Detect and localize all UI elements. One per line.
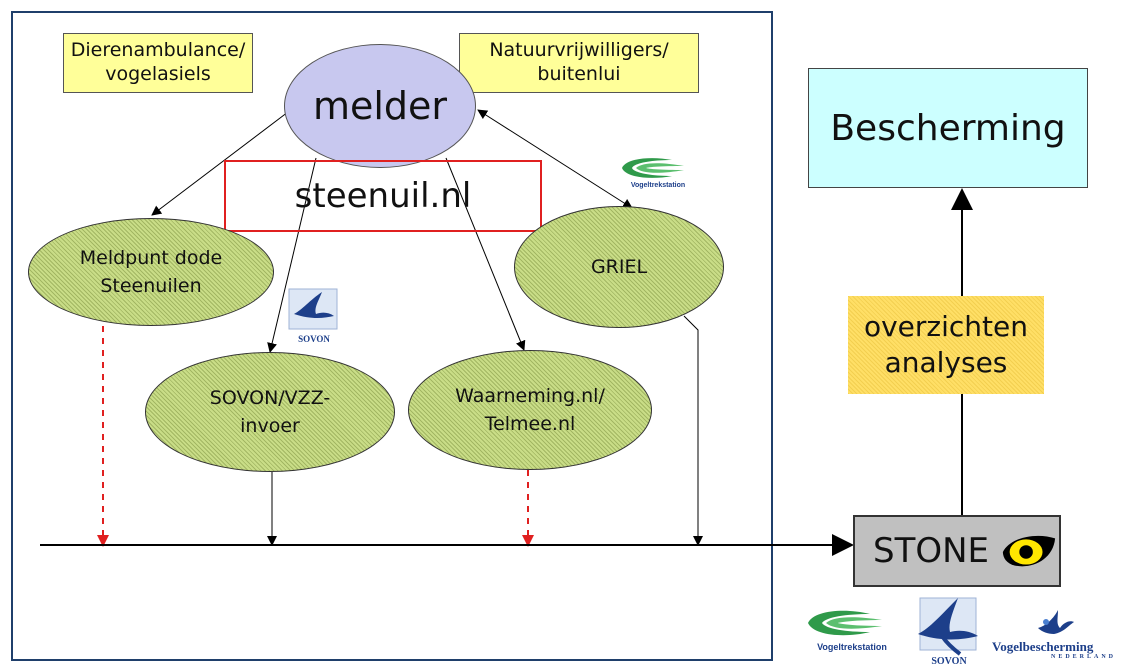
- natuurvrijwilligers-box: Natuurvrijwilligers/ buitenlui: [459, 33, 699, 93]
- dierenambulance-box: Dierenambulance/ vogelasiels: [63, 33, 253, 93]
- vogelbescherming-bird-icon: [1038, 610, 1074, 634]
- meldpunt-line-1: Meldpunt dode: [79, 247, 223, 269]
- bescherming-box: Bescherming: [808, 68, 1088, 188]
- dierenambulance-line-2: vogelasiels: [105, 63, 211, 85]
- stone-box: STONE: [853, 515, 1061, 587]
- steenuil-site-box: steenuil.nl: [224, 160, 542, 232]
- dierenambulance-line-1: Dierenambulance/: [70, 39, 246, 61]
- melder-label: melder: [312, 84, 448, 128]
- vogeltrekstation-label-small: Vogeltrekstation: [630, 182, 686, 189]
- vogeltrekstation-logo-small: Vogeltrekstation: [612, 156, 704, 192]
- sovon-vzz-node: SOVON/VZZ- invoer: [145, 352, 395, 472]
- waarneming-node: Waarneming.nl/ Telmee.nl: [408, 350, 652, 470]
- arrow-melder-meldpunt: [151, 111, 289, 216]
- vogeltrekstation-logo: Vogeltrekstation: [800, 608, 904, 654]
- melder-node: melder: [284, 44, 476, 168]
- sovon-logo: SOVON: [912, 596, 986, 670]
- vogeltrekstation-swoosh-icon: [808, 610, 882, 636]
- vogeltrekstation-label: Vogeltrekstation: [817, 642, 887, 652]
- stone-eye-logo-icon: [1002, 535, 1056, 567]
- sovon-bird-icon: [288, 288, 338, 330]
- natuurvrijwilligers-line-1: Natuurvrijwilligers/: [489, 39, 669, 61]
- vogelbescherming-label: Vogelbescherming: [992, 639, 1094, 654]
- sovon-logo-small: SOVON: [288, 288, 340, 344]
- waarneming-line-1: Waarneming.nl/: [455, 385, 605, 407]
- griel-node: GRIEL: [514, 206, 724, 328]
- database-arrows: [97, 315, 703, 547]
- griel-label: GRIEL: [590, 256, 648, 278]
- meldpunt-node: Meldpunt dode Steenuilen: [28, 218, 274, 326]
- vogeltrekstation-swoosh-icon: [622, 158, 684, 178]
- arrow-melder-waarneming: [445, 157, 526, 351]
- vogelbescherming-sublabel: NEDERLAND: [1050, 654, 1116, 660]
- overzichten-line-1: overzichten: [863, 310, 1028, 343]
- melder-arrows: [151, 109, 633, 353]
- arrow-griel-timeline: [683, 315, 703, 546]
- bescherming-label: Bescherming: [830, 107, 1066, 149]
- overzichten-line-2: analyses: [884, 346, 1008, 379]
- stone-label: STONE: [873, 531, 990, 571]
- overzichten-box: overzichten analyses: [848, 296, 1044, 394]
- steenuil-site-label: steenuil.nl: [294, 176, 472, 216]
- arrow-melder-griel: [477, 109, 633, 209]
- natuurvrijwilligers-line-2: buitenlui: [537, 63, 621, 85]
- sovon-vzz-line-2: invoer: [240, 415, 300, 437]
- diagram-frame: [11, 11, 773, 661]
- vogelbescherming-logo: Vogelbescherming NEDERLAND: [992, 608, 1122, 664]
- meldpunt-line-2: Steenuilen: [100, 275, 202, 297]
- sovon-vzz-line-1: SOVON/VZZ-: [209, 387, 331, 409]
- sovon-label: SOVON: [931, 656, 967, 667]
- sovon-label-small: SOVON: [298, 334, 330, 344]
- arrow-melder-sovon: [267, 157, 317, 353]
- waarneming-line-2: Telmee.nl: [484, 413, 576, 435]
- sovon-bird-large-icon: [918, 597, 978, 656]
